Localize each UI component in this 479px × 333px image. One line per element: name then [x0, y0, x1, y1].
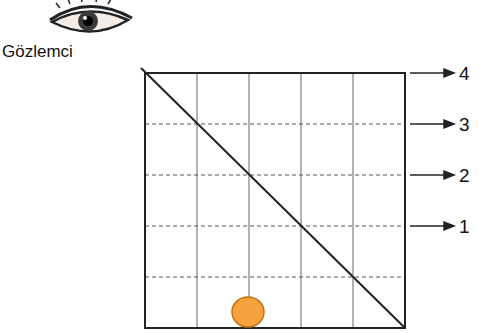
- level-number: 4: [459, 64, 470, 83]
- ball: [232, 297, 264, 327]
- level-arrows: [410, 69, 454, 230]
- level-number: 1: [459, 217, 470, 236]
- eye-symbol: [50, 0, 132, 32]
- sight-line: [141, 68, 405, 328]
- observer-label: Gözlemci: [2, 43, 73, 60]
- level-number: 2: [459, 166, 470, 185]
- level-number: 3: [459, 115, 470, 134]
